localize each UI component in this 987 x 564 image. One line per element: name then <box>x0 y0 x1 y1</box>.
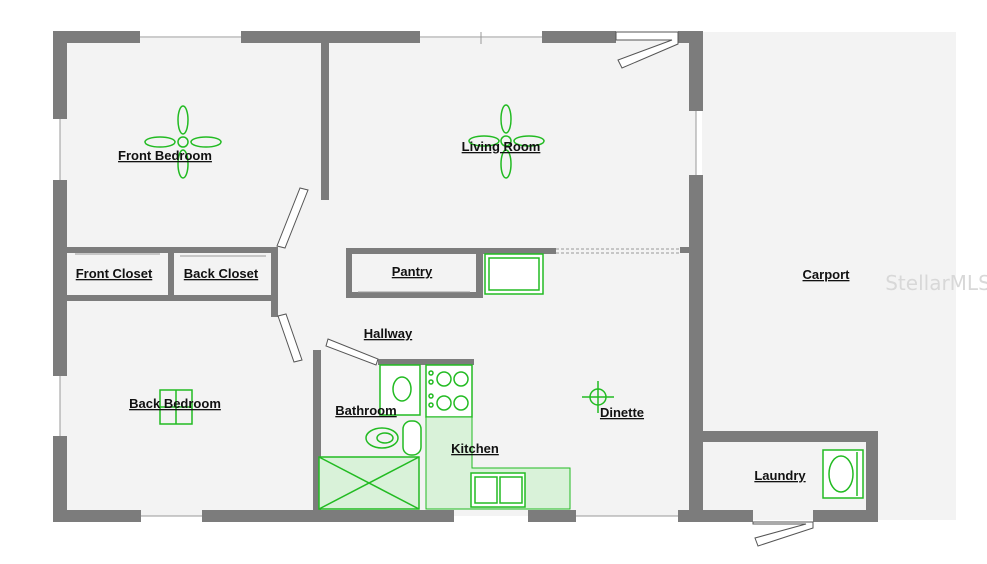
washer-dryer <box>822 449 864 499</box>
label-bathroom: Bathroom <box>335 403 396 418</box>
bathroom-door <box>325 338 379 366</box>
bathroom-sink <box>379 364 421 416</box>
fixtures <box>144 104 864 510</box>
wall-top-3 <box>542 31 616 43</box>
windows <box>59 32 697 517</box>
wall-bottom-3 <box>528 510 576 522</box>
wall-bottom-2 <box>202 510 454 522</box>
room-labels: Front Bedroom Living Room Front Closet B… <box>76 139 850 483</box>
laundry-wall-top <box>689 431 878 442</box>
wall-pantry-bottom <box>346 292 483 298</box>
wall-left-2 <box>53 180 67 376</box>
label-laundry: Laundry <box>754 468 806 483</box>
wall-bath-top <box>378 359 474 365</box>
label-front-bedroom: Front Bedroom <box>118 148 212 163</box>
wall-bottom-4 <box>678 510 753 522</box>
back-bedroom-light <box>159 389 193 425</box>
stove <box>425 364 473 418</box>
wall-bedroom-living <box>321 43 329 200</box>
shower <box>318 456 420 510</box>
wall-pantry-top <box>346 248 556 254</box>
label-carport: Carport <box>803 267 851 282</box>
dinette-light <box>582 381 614 413</box>
toilet <box>365 420 422 456</box>
wall-right-1 <box>689 31 703 111</box>
kitchen-counter <box>425 416 571 510</box>
label-pantry: Pantry <box>392 264 433 279</box>
interior-walls <box>67 43 689 516</box>
back-bedroom-door <box>277 313 303 363</box>
exterior-walls <box>53 31 878 522</box>
front-bedroom-door <box>276 187 309 249</box>
wall-back-bedroom-right <box>313 350 321 516</box>
wall-left-3 <box>53 436 67 522</box>
wall-bottom-1 <box>53 510 141 522</box>
floor-areas <box>60 32 956 520</box>
label-kitchen: Kitchen <box>451 441 499 456</box>
laundry-wall-right <box>866 431 878 522</box>
shelf-lines <box>75 248 680 293</box>
doors <box>276 31 814 547</box>
wall-bottom-5 <box>813 510 878 522</box>
living-room-fan <box>468 104 545 179</box>
wall-closets-right <box>271 247 278 317</box>
wall-living-stub <box>680 247 689 253</box>
main-floor <box>60 38 696 516</box>
label-dinette: Dinette <box>600 405 644 420</box>
front-door <box>615 31 679 69</box>
watermark: StellarMLS <box>885 271 987 295</box>
wall-closet-divider <box>168 247 174 301</box>
laundry-door <box>752 521 814 547</box>
label-back-closet: Back Closet <box>184 266 259 281</box>
wall-top-1 <box>53 31 140 43</box>
label-living-room: Living Room <box>462 139 541 154</box>
label-front-closet: Front Closet <box>76 266 153 281</box>
wall-pantry-mid <box>476 248 483 298</box>
label-back-bedroom: Back Bedroom <box>129 396 221 411</box>
refrigerator <box>484 253 544 295</box>
label-hallway: Hallway <box>364 326 413 341</box>
kitchen-sink <box>470 472 526 508</box>
wall-left-1 <box>53 31 67 119</box>
wall-right-2 <box>689 175 703 522</box>
wall-pantry-left <box>346 248 352 298</box>
wall-top-2 <box>241 31 420 43</box>
front-bedroom-fan <box>144 105 222 179</box>
